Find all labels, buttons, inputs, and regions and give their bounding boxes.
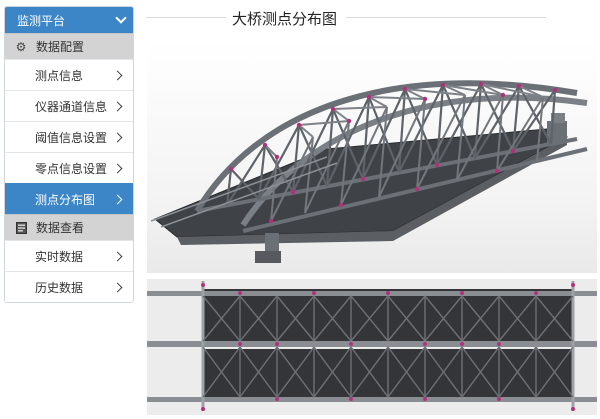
sidebar-item-label: 仪器通道信息 (35, 99, 108, 114)
chevron-right-icon (112, 194, 123, 204)
chevron-right-icon (112, 70, 123, 80)
page-title: 大桥测点分布图 (232, 10, 338, 28)
title-divider-right (346, 17, 546, 18)
sidebar-item-realtime-data[interactable]: 实时数据 (5, 240, 133, 271)
sidebar-item-label: 实时数据 (35, 249, 84, 264)
bridge-3d-drawing (150, 80, 588, 263)
chevron-right-icon (112, 132, 123, 142)
sidebar-section-data-config[interactable]: ⚙ 数据配置 (5, 33, 133, 59)
gear-icon: ⚙ (15, 39, 27, 54)
sidebar: 监测平台 ⚙ 数据配置 测点信息 仪器通道信息 阈值信息设置 零点信息设置 测点… (4, 6, 134, 303)
sidebar-header-label: 监测平台 (17, 13, 66, 28)
sidebar-item-label: 历史数据 (35, 280, 84, 295)
sidebar-item-label: 阈值信息设置 (35, 130, 108, 145)
document-icon (15, 221, 27, 234)
title-divider-left (146, 17, 226, 18)
bridge-plan-view (147, 279, 597, 415)
chevron-down-icon (115, 12, 127, 24)
chevron-right-icon (112, 282, 123, 292)
page-title-bar: 大桥测点分布图 (146, 6, 546, 30)
sidebar-item-label: 零点信息设置 (35, 161, 108, 176)
sidebar-item-point-info[interactable]: 测点信息 (5, 59, 133, 90)
sidebar-item-instrument-channel-info[interactable]: 仪器通道信息 (5, 90, 133, 121)
bridge-plan-drawing (147, 279, 597, 415)
chevron-right-icon (112, 101, 123, 111)
bridge-3d-view (147, 41, 597, 273)
sidebar-item-point-distribution-map[interactable]: 测点分布图 (5, 183, 133, 214)
sidebar-section-label: 数据查看 (36, 221, 85, 235)
sidebar-item-label: 测点信息 (35, 68, 84, 83)
chevron-right-icon (112, 251, 123, 261)
sidebar-item-zero-point-settings[interactable]: 零点信息设置 (5, 152, 133, 183)
sidebar-item-threshold-settings[interactable]: 阈值信息设置 (5, 121, 133, 152)
sidebar-section-label: 数据配置 (36, 40, 85, 54)
sidebar-section-data-view[interactable]: 数据查看 (5, 214, 133, 240)
sidebar-header-monitoring-platform[interactable]: 监测平台 (5, 7, 133, 33)
sidebar-item-label: 测点分布图 (35, 192, 96, 207)
chevron-right-icon (112, 163, 123, 173)
sidebar-item-history-data[interactable]: 历史数据 (5, 271, 133, 302)
